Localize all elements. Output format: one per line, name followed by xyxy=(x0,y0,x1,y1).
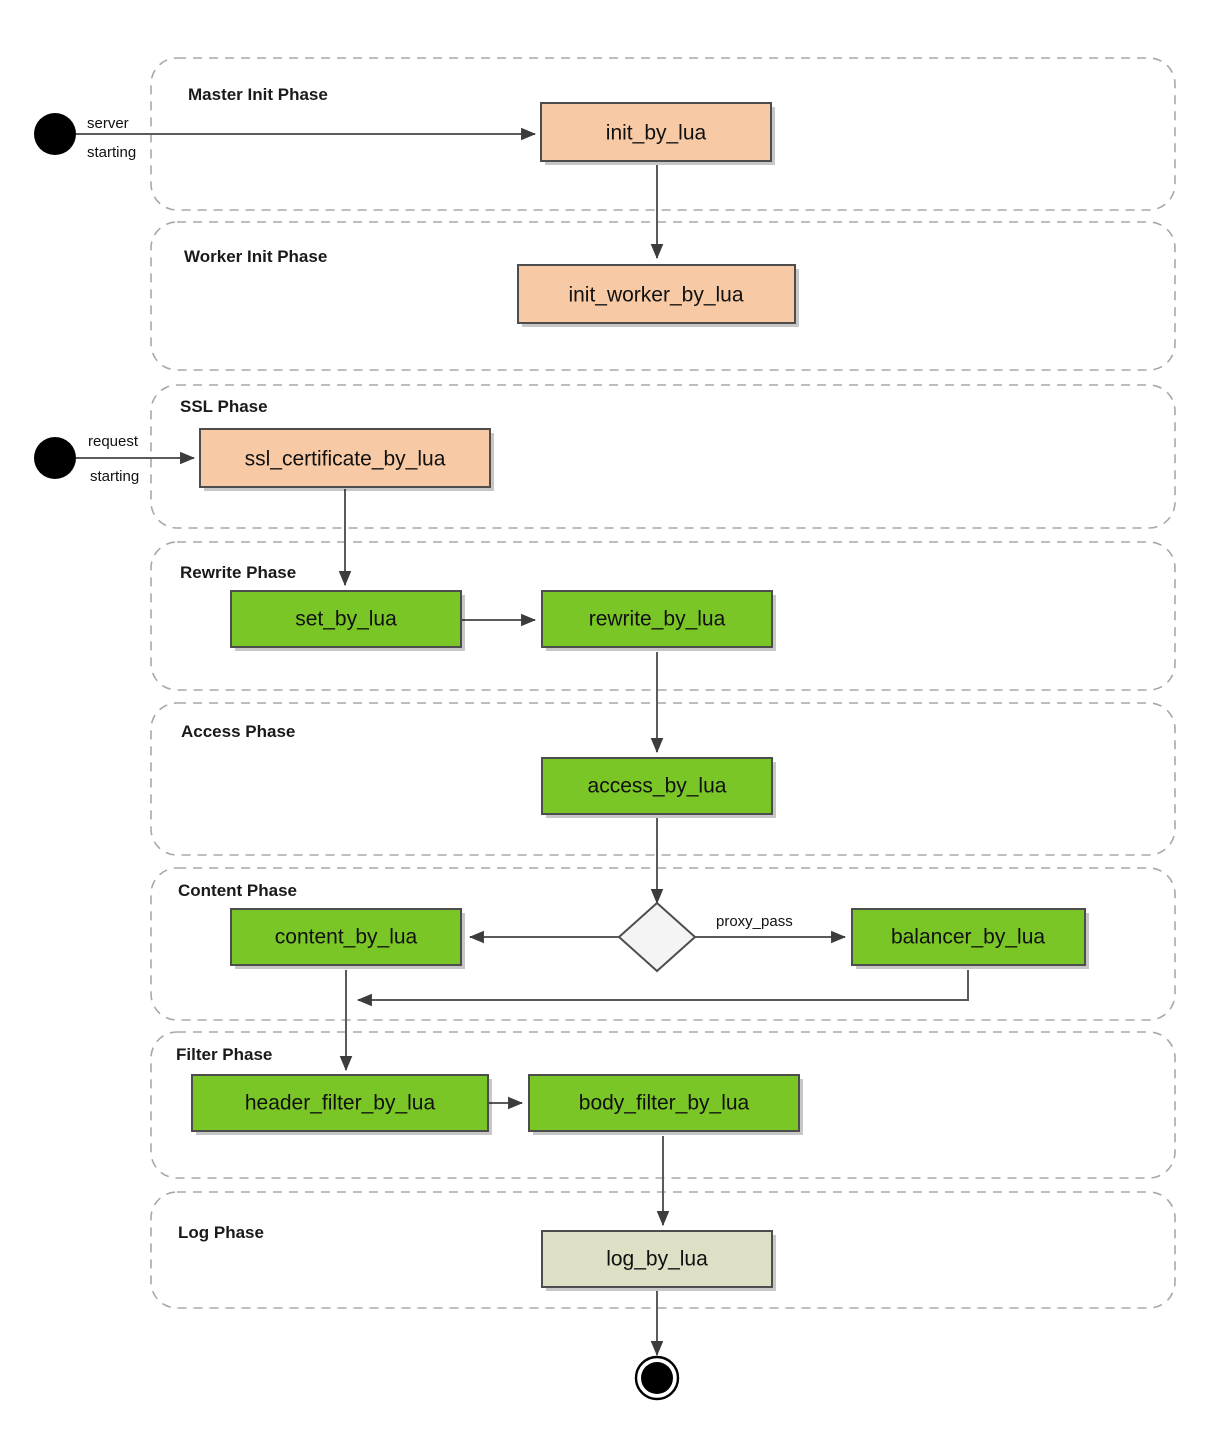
phase-container-ssl xyxy=(150,384,1176,529)
edge-label-starting-request: starting xyxy=(90,468,139,485)
node-balancer-by-lua[interactable]: balancer_by_lua xyxy=(851,908,1089,969)
start-node-server-icon[interactable] xyxy=(34,113,76,155)
end-node-icon[interactable] xyxy=(634,1355,680,1401)
phase-containers xyxy=(150,57,1176,1309)
node-header-filter-by-lua-label: header_filter_by_lua xyxy=(245,1092,436,1115)
node-body-filter-by-lua-rect[interactable] xyxy=(528,1074,800,1132)
node-body-filter-by-lua[interactable]: body_filter_by_lua xyxy=(528,1074,803,1135)
node-init-by-lua[interactable]: init_by_lua xyxy=(540,102,775,165)
node-set-by-lua-label: set_by_lua xyxy=(295,608,397,631)
node-rewrite-by-lua-label: rewrite_by_lua xyxy=(589,608,726,631)
phase-title-access: Access Phase xyxy=(181,722,295,741)
node-init-worker-by-lua[interactable]: init_worker_by_lua xyxy=(517,264,799,327)
edge-labels: server starting request starting proxy_p… xyxy=(87,115,793,930)
phase-title-log: Log Phase xyxy=(178,1223,264,1242)
phase-title-filter: Filter Phase xyxy=(176,1045,272,1064)
node-ssl-certificate-by-lua[interactable]: ssl_certificate_by_lua xyxy=(199,428,494,491)
phase-title-master-init: Master Init Phase xyxy=(188,85,328,104)
phase-container-access xyxy=(150,702,1176,856)
phase-title-worker-init: Worker Init Phase xyxy=(184,247,327,266)
node-log-by-lua-rect[interactable] xyxy=(541,1230,773,1288)
edge-label-request: request xyxy=(88,433,139,450)
node-rewrite-by-lua[interactable]: rewrite_by_lua xyxy=(541,590,776,651)
node-set-by-lua-rect[interactable] xyxy=(230,590,462,648)
node-content-by-lua-label: content_by_lua xyxy=(275,926,418,949)
node-set-by-lua[interactable]: set_by_lua xyxy=(230,590,465,651)
edge-label-proxy-pass: proxy_pass xyxy=(716,913,793,930)
node-access-by-lua-rect[interactable] xyxy=(541,757,773,815)
edge-label-starting-server: starting xyxy=(87,144,136,161)
node-init-worker-by-lua-rect[interactable] xyxy=(517,264,796,324)
node-init-by-lua-rect[interactable] xyxy=(540,102,772,162)
node-init-by-lua-label: init_by_lua xyxy=(606,122,707,145)
edges xyxy=(76,127,969,1357)
node-log-by-lua[interactable]: log_by_lua xyxy=(541,1230,776,1291)
node-access-by-lua[interactable]: access_by_lua xyxy=(541,757,776,818)
phase-title-content: Content Phase xyxy=(178,881,297,900)
node-access-by-lua-label: access_by_lua xyxy=(588,775,727,798)
node-ssl-certificate-by-lua-label: ssl_certificate_by_lua xyxy=(245,448,446,471)
decision-diamond-icon[interactable] xyxy=(617,901,697,973)
phase-container-worker-init xyxy=(150,221,1176,371)
phase-container-content xyxy=(150,867,1176,1021)
node-log-by-lua-label: log_by_lua xyxy=(606,1248,708,1271)
node-balancer-by-lua-rect[interactable] xyxy=(851,908,1086,966)
phase-title-ssl: SSL Phase xyxy=(180,397,268,416)
node-balancer-by-lua-label: balancer_by_lua xyxy=(891,926,1045,949)
node-content-decision[interactable] xyxy=(617,901,697,973)
start-node-request-icon[interactable] xyxy=(34,437,76,479)
node-content-by-lua[interactable]: content_by_lua xyxy=(230,908,465,969)
node-header-filter-by-lua-rect[interactable] xyxy=(191,1074,489,1132)
phase-container-rewrite xyxy=(150,541,1176,691)
edge-balancer-return xyxy=(356,970,969,1007)
node-content-by-lua-rect[interactable] xyxy=(230,908,462,966)
nodes: init_by_lua init_worker_by_lua ssl_certi… xyxy=(191,102,1089,1291)
terminals xyxy=(34,113,680,1401)
edge-label-server: server xyxy=(87,115,129,132)
node-rewrite-by-lua-rect[interactable] xyxy=(541,590,773,648)
phase-titles: Master Init Phase Worker Init Phase SSL … xyxy=(176,85,328,1242)
node-ssl-certificate-by-lua-rect[interactable] xyxy=(199,428,491,488)
phase-title-rewrite: Rewrite Phase xyxy=(180,563,296,582)
node-init-worker-by-lua-label: init_worker_by_lua xyxy=(568,284,743,307)
node-body-filter-by-lua-label: body_filter_by_lua xyxy=(579,1092,750,1115)
node-header-filter-by-lua[interactable]: header_filter_by_lua xyxy=(191,1074,492,1135)
